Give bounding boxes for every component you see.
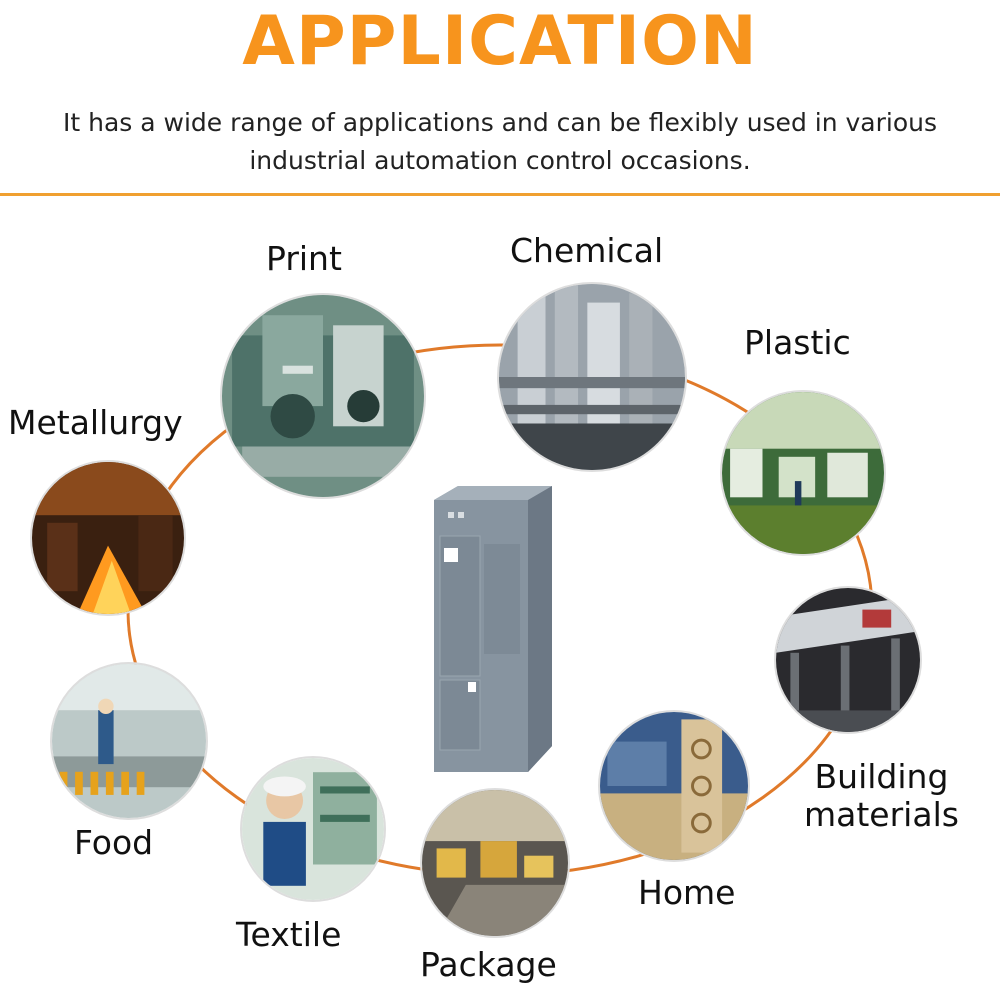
label-package: Package (420, 945, 557, 984)
textile-worker-image (240, 756, 386, 902)
label-building-line-1: Building (814, 757, 949, 796)
label-chemical: Chemical (510, 231, 664, 270)
header-divider (0, 193, 1000, 196)
label-building-line-2: materials (804, 795, 959, 834)
label-home: Home (638, 873, 736, 912)
label-textile: Textile (236, 915, 342, 954)
page-title: APPLICATION (242, 2, 758, 81)
plc-module-image (434, 486, 552, 772)
home-panel-image (598, 710, 750, 862)
page-subtitle: It has a wide range of applications and … (40, 104, 960, 180)
subtitle-line-2: industrial automation control occasions. (249, 146, 751, 175)
chemical-plant-image (497, 282, 687, 472)
label-building-materials: Building materials (804, 758, 959, 834)
label-metallurgy: Metallurgy (8, 403, 183, 442)
metallurgy-furnace-image (30, 460, 186, 616)
subtitle-line-1: It has a wide range of applications and … (63, 108, 937, 137)
label-print: Print (266, 239, 342, 278)
plastic-factory-image (720, 390, 886, 556)
label-food: Food (74, 823, 154, 862)
print-machine-image (220, 293, 426, 499)
label-plastic: Plastic (744, 323, 851, 362)
building-materials-image (774, 586, 922, 734)
package-line-image (420, 788, 570, 938)
food-production-image (50, 662, 208, 820)
